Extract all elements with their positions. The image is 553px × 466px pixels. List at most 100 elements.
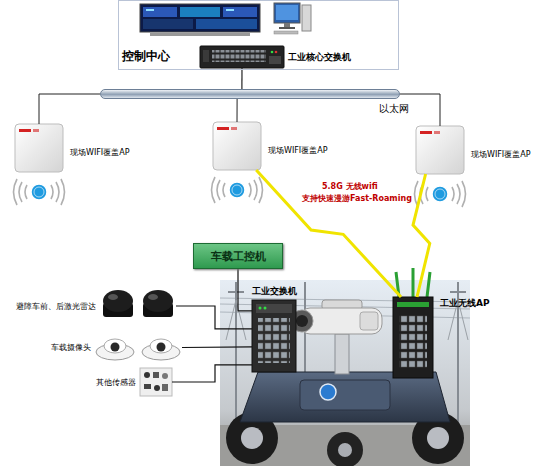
industrial-switch-box: 工业交换机 <box>252 300 296 372</box>
wifi-ap-box: 现场WIFI覆盖AP <box>416 126 464 174</box>
computer-icon <box>274 3 300 23</box>
video-wall <box>143 19 193 29</box>
computer-icon <box>274 3 311 34</box>
wifi-signal-icon <box>14 179 65 205</box>
video-wall <box>226 9 234 11</box>
industrial-wireless-ap-device <box>399 314 427 368</box>
wireless-link <box>413 174 430 297</box>
industrial-switch-device <box>256 304 292 313</box>
ap-device <box>434 131 440 134</box>
node-label: 以太网 <box>379 102 409 116</box>
sensor-icon <box>140 368 172 396</box>
industrial-switch-device <box>252 300 296 372</box>
core-switch-device <box>212 50 266 62</box>
ap-device <box>19 129 31 132</box>
wifi-ap-box: 现场WIFI覆盖AP <box>213 122 261 170</box>
ap-device <box>231 127 237 130</box>
robot-body <box>338 443 352 457</box>
sensor-icon <box>144 372 150 378</box>
node-label: 车载摄像头 <box>51 342 91 353</box>
network-cable <box>182 346 252 348</box>
video-wall <box>140 4 260 36</box>
ap-device <box>15 124 63 172</box>
sensor-icon <box>144 384 151 389</box>
video-wall <box>150 33 250 36</box>
node-label: 避障车前、后激光雷达 <box>16 301 96 312</box>
ethernet-bus: 以太网 <box>100 89 400 99</box>
industrial-wireless-ap-device <box>393 297 433 378</box>
substation-background <box>228 282 466 425</box>
camera-icon <box>104 339 126 353</box>
lidar-icon <box>103 290 133 312</box>
robot-body <box>320 384 336 400</box>
wireless-ap-box: 工业无线AP <box>393 297 433 378</box>
control-center-box: 控制中心工业核心交换机 <box>118 0 399 70</box>
video-wall <box>196 19 257 29</box>
robot-body <box>427 427 449 449</box>
ap-device <box>420 131 432 134</box>
sensor-icon <box>140 368 172 396</box>
camera-icon <box>157 343 166 352</box>
computer-icon <box>276 5 298 20</box>
industrial-switch-device <box>252 300 296 372</box>
robot-body <box>335 334 349 374</box>
core-switch-device <box>275 51 278 54</box>
ap-device <box>213 122 261 170</box>
robot-body <box>327 432 363 466</box>
industrial-switch-device <box>264 307 267 310</box>
lidar-icon <box>148 294 158 300</box>
control-center-frame <box>118 0 399 70</box>
network-cable <box>176 306 252 329</box>
video-wall <box>180 7 220 17</box>
network-cable <box>238 269 252 311</box>
wireless-link <box>256 170 401 297</box>
lidar-sensor-box: 避障车前、后激光雷达 <box>100 290 176 322</box>
core-switch-device <box>269 56 281 64</box>
computer-icon <box>274 31 298 34</box>
industrial-switch-device <box>258 318 290 363</box>
video-wall <box>146 9 154 11</box>
node-label: 车载工控机 <box>211 249 266 264</box>
computer-icon <box>302 5 311 31</box>
network-cable <box>237 99 238 122</box>
wifi-signal-icon <box>212 177 263 203</box>
node-label: 现场WIFI覆盖AP <box>70 147 130 158</box>
network-cable <box>241 68 242 89</box>
core-switch-device <box>271 51 274 54</box>
sensor-icon <box>154 385 160 391</box>
video-wall <box>223 7 257 17</box>
industrial-wireless-ap-device <box>396 268 430 297</box>
node-label: 现场WIFI覆盖AP <box>268 145 328 156</box>
ptz-camera <box>360 312 378 330</box>
vehicle-ipc-box: 车载工控机 <box>193 243 283 269</box>
robot-body <box>240 372 450 422</box>
industrial-wireless-ap-device <box>397 302 429 307</box>
sensor-icon <box>162 373 168 379</box>
wireless-note: 支持快速漫游Fast-Roaming <box>302 193 412 204</box>
core-switch-device <box>200 46 284 68</box>
robot-body <box>300 380 390 410</box>
wireless-note: 5.8G 无线wifi <box>322 181 378 192</box>
ptz-camera <box>296 315 308 327</box>
core-switch-box: 工业核心交换机 <box>200 46 284 68</box>
ap-device <box>33 129 39 132</box>
ptz-camera <box>291 300 382 334</box>
camera-icon <box>96 339 180 360</box>
node-label: 工业核心交换机 <box>288 51 351 64</box>
lidar-icon <box>108 294 118 300</box>
sensor-icon <box>162 384 168 391</box>
node-label: 工业无线AP <box>440 297 490 310</box>
computer-icon <box>279 27 295 29</box>
sensor-icon <box>153 372 159 378</box>
lidar-icon <box>143 290 173 312</box>
video-wall <box>140 4 260 32</box>
camera-icon <box>150 339 172 353</box>
video-wall <box>143 7 177 17</box>
node-label: 其他传感器 <box>96 377 136 388</box>
robot-body <box>241 427 263 449</box>
industrial-switch-device <box>259 307 262 310</box>
ap-device <box>217 127 229 130</box>
node-label: 现场WIFI覆盖AP <box>471 149 531 160</box>
